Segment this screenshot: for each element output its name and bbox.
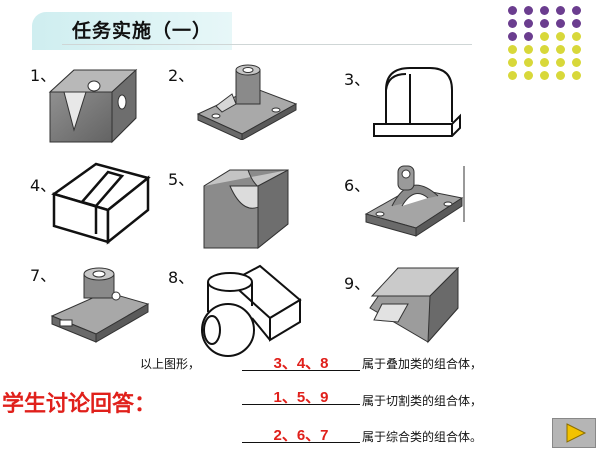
figure-number-6: 6、 — [344, 176, 371, 195]
discussion-label: 学生讨论回答： — [2, 392, 157, 417]
decorative-dot — [572, 32, 581, 41]
decorative-dot — [524, 45, 533, 54]
decorative-dot — [540, 58, 549, 67]
figure-number-1: 1、 — [30, 66, 57, 85]
decorative-dot — [540, 32, 549, 41]
slide-title: 任务实施（一） — [72, 20, 213, 42]
decorative-dot — [508, 58, 517, 67]
decorative-dot — [572, 19, 581, 28]
decorative-dot — [524, 71, 533, 80]
decorative-dot — [572, 6, 581, 15]
decorative-dot — [556, 45, 565, 54]
decorative-dot — [508, 6, 517, 15]
decorative-dot — [508, 45, 517, 54]
decorative-dot — [540, 6, 549, 15]
decorative-dots — [508, 6, 598, 96]
decorative-dot — [524, 58, 533, 67]
figure-7-slotted-base-image — [50, 267, 150, 343]
answer-suffix-stacked: 属于叠加类的组合体， — [362, 357, 483, 371]
answer-suffix-combined: 属于综合类的组合体。 — [362, 430, 483, 444]
decorative-dot — [524, 32, 533, 41]
decorative-dot — [572, 71, 581, 80]
figure-number-2: 2、 — [168, 66, 195, 85]
title-underline — [62, 8, 472, 45]
decorative-dot — [540, 71, 549, 80]
answer-suffix-cut: 属于切割类的组合体， — [362, 394, 483, 408]
decorative-dot — [556, 58, 565, 67]
figure-number-8: 8、 — [168, 268, 195, 287]
next-slide-button[interactable] — [552, 418, 596, 448]
decorative-dot — [572, 45, 581, 54]
decorative-dot — [508, 19, 517, 28]
figure-number-4: 4、 — [30, 176, 57, 195]
figure-4-wedge-block-image — [51, 162, 151, 245]
figure-number-5: 5、 — [168, 170, 195, 189]
figure-9-notched-block-image — [369, 266, 460, 344]
figure-5-saddle-block-image — [203, 169, 289, 250]
figure-6-bearing-block-image — [364, 165, 465, 237]
decorative-dot — [556, 71, 565, 80]
decorative-dot — [540, 45, 549, 54]
figure-number-3: 3、 — [344, 70, 371, 89]
decorative-dot — [508, 32, 517, 41]
title-tab — [32, 12, 232, 50]
play-triangle-icon — [566, 423, 587, 443]
figure-2-bracket-image — [196, 64, 298, 140]
decorative-dot — [524, 6, 533, 15]
decorative-dot — [524, 19, 533, 28]
decorative-dot — [572, 58, 581, 67]
figure-8-pipe-block-image — [201, 264, 302, 357]
figure-number-7: 7、 — [30, 266, 57, 285]
answer-blank-combined[interactable]: 2、6、7 — [242, 424, 360, 444]
decorative-dot — [540, 19, 549, 28]
decorative-dot — [508, 71, 517, 80]
answer-blank-stacked[interactable]: 3、4、8 — [242, 352, 360, 372]
decorative-dot — [556, 32, 565, 41]
decorative-dot — [556, 6, 565, 15]
figure-number-9: 9、 — [344, 274, 371, 293]
figure-3-arch-block-image — [368, 60, 464, 150]
decorative-dot — [556, 19, 565, 28]
figure-1-cut-block-image — [48, 68, 138, 144]
answer-prefix: 以上图形， — [140, 357, 201, 371]
answer-blank-cut[interactable]: 1、5、9 — [242, 386, 360, 406]
